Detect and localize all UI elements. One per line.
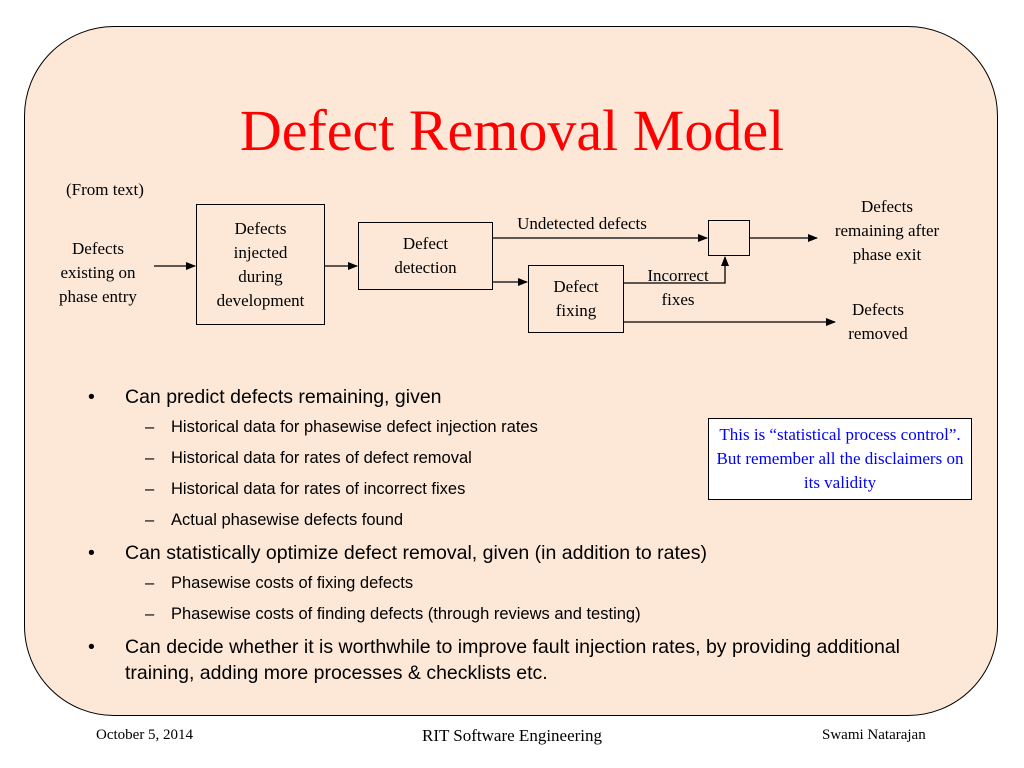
footer-date: October 5, 2014	[96, 727, 194, 743]
incorrect-fixes-label: Incorrect fixes	[647, 266, 709, 309]
undetected-label: Undetected defects	[517, 214, 647, 233]
sub-bullet-item: –Historical data for rates of defect rem…	[145, 449, 472, 467]
source-note: (From text)	[66, 180, 144, 199]
bullet-item: • Can decide whether it is worthwhile to…	[88, 636, 900, 684]
injected-box: Defects injected during development	[196, 204, 325, 325]
fixing-box: Defect fixing	[528, 265, 624, 333]
slide-frame	[24, 26, 998, 716]
merge-box	[708, 220, 750, 256]
callout-note: This is “statistical process control”. B…	[708, 418, 972, 500]
detection-box: Defect detection	[358, 222, 493, 290]
sub-bullet-item: –Phasewise costs of finding defects (thr…	[145, 605, 641, 623]
footer-author: Swami Natarajan	[822, 727, 926, 743]
sub-bullet-item: –Historical data for rates of incorrect …	[145, 480, 466, 498]
bullet-item: • Can statistically optimize defect remo…	[88, 542, 708, 564]
remaining-label: Defects remaining after phase exit	[834, 197, 940, 264]
sub-bullet-item: –Historical data for phasewise defect in…	[145, 418, 538, 436]
arrow-incorrect-fixes	[624, 256, 729, 284]
bullet-list: • Can predict defects remaining, given –…	[88, 384, 948, 692]
bullet-item: • Can predict defects remaining, given	[88, 386, 442, 408]
sub-bullet-item: –Actual phasewise defects found	[145, 511, 404, 529]
slide-title: Defect Removal Model	[239, 98, 785, 163]
removed-label: Defects removed	[848, 300, 908, 343]
footer-center: RIT Software Engineering	[421, 726, 603, 745]
sub-bullet-item: –Phasewise costs of fixing defects	[145, 574, 414, 592]
entry-label: Defects existing on phase entry	[59, 239, 137, 306]
